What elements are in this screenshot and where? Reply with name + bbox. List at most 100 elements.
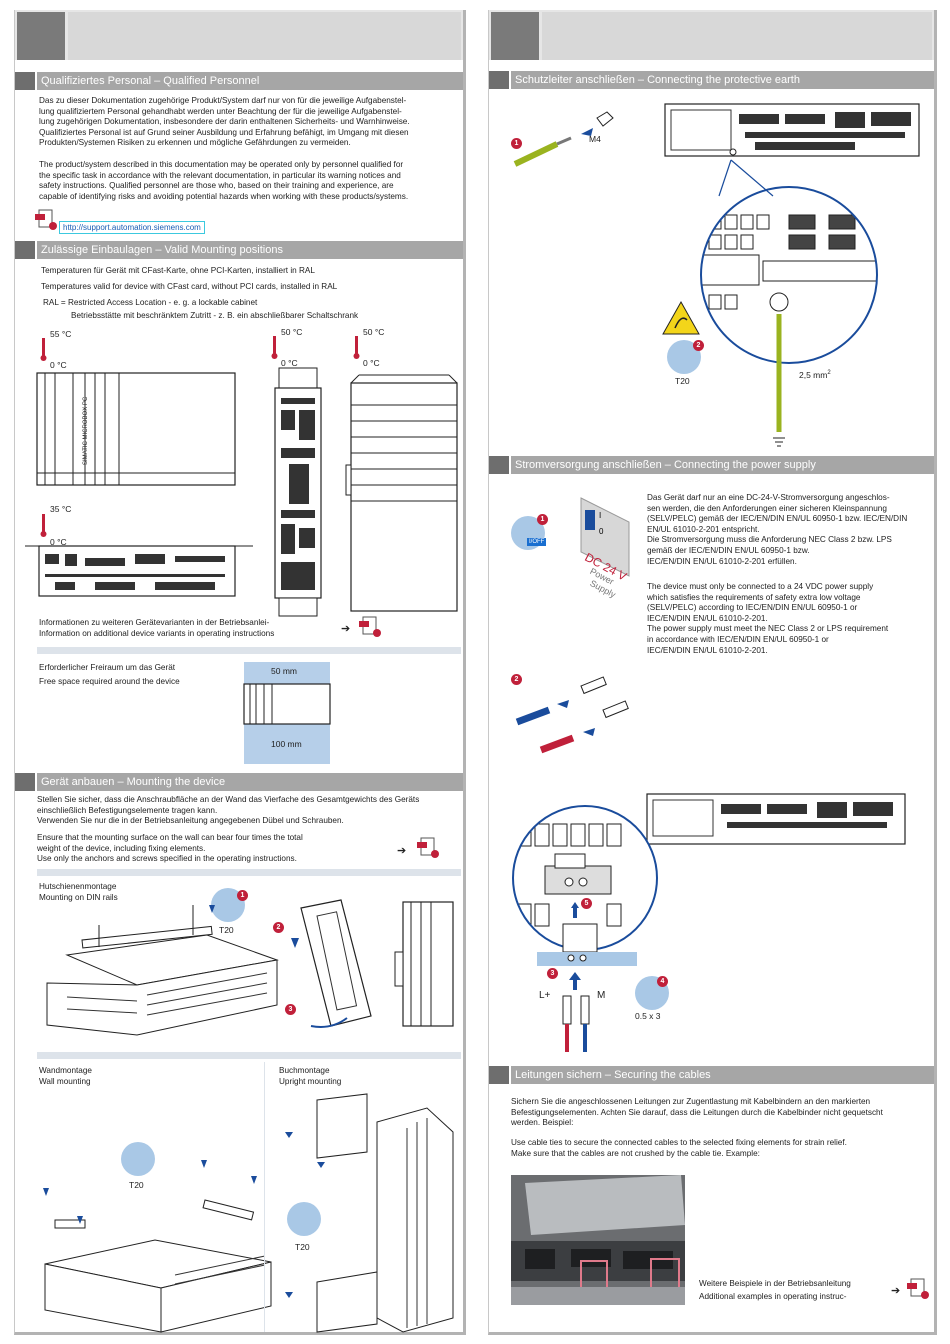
din-rail-mounted-drawing [394, 901, 454, 1027]
ral-definition-en: RAL = Restricted Access Location - e. g.… [43, 298, 258, 307]
thermometer-icon [40, 514, 47, 537]
mounting-text-de: Stellen Sie sicher, dass die Anschraubfl… [37, 795, 420, 826]
step-1-badge: 1 [537, 514, 548, 525]
cross-section-sup: 2 [827, 370, 831, 377]
section-mounting-positions: Zulässige Einbaulagen – Valid Mounting p… [15, 241, 463, 259]
section-mounting-device: Gerät anbauen – Mounting the device [15, 773, 463, 791]
earth-cable-drawing [513, 111, 614, 167]
section-power-supply: Stromversorgung anschließen – Connecting… [489, 456, 934, 474]
torx-tool-icon [121, 1142, 155, 1176]
right-page: Schutzleiter anschließen – Connecting th… [488, 10, 937, 1335]
device-horizontal-drawing [36, 372, 236, 486]
thermometer-icon [353, 336, 360, 359]
free-space-top: 50 mm [271, 666, 297, 676]
section-qualified-personnel: Qualifiziertes Personal – Qualified Pers… [15, 72, 463, 90]
terminal-m-label: M [597, 990, 606, 1001]
power-text-de: Das Gerät darf nur an eine DC-24-V-Strom… [647, 493, 908, 566]
arrow-right-icon: ➔ [397, 845, 407, 857]
temp-max-label: 55 °C [50, 329, 72, 339]
device-flat-drawing [25, 545, 253, 597]
tool-size-label: T20 [675, 376, 690, 386]
earth-wire-drawing [769, 292, 789, 447]
cable-ties-photo [511, 1175, 685, 1305]
step-1-badge: 1 [237, 890, 248, 901]
support-link[interactable]: http://support.automation.siemens.com [59, 221, 205, 234]
pdf-manual-icon [907, 1278, 929, 1299]
din-rail-tilt-drawing [291, 899, 372, 1028]
right-header-tab [491, 12, 539, 60]
temp-note-en: Temperatures valid for device with CFast… [41, 282, 338, 291]
step-2-badge: 2 [693, 340, 704, 351]
pdf-manual-icon [417, 837, 439, 858]
section-protective-earth: Schutzleiter anschließen – Connecting th… [489, 71, 934, 89]
divider [37, 869, 461, 876]
step-1-badge: 1 [511, 138, 522, 149]
device-top-view-drawing [646, 793, 906, 845]
wall-mount-drawing [43, 1160, 272, 1333]
section-title: Schutzleiter anschließen – Connecting th… [511, 71, 934, 89]
section-securing-cables: Leitungen sichern – Securing the cables [489, 1066, 934, 1084]
divider [37, 1052, 461, 1059]
esd-warning-icon [662, 300, 700, 335]
section-title: Zulässige Einbaulagen – Valid Mounting p… [37, 241, 463, 259]
earth-zoom-detail [700, 186, 878, 364]
power-terminal-drawing [537, 902, 637, 1052]
onoff-label: I/OFF [527, 538, 547, 546]
section-title: Gerät anbauen – Mounting the device [37, 773, 463, 791]
tool-size-label: T20 [129, 1180, 144, 1190]
pdf-manual-icon [35, 209, 57, 230]
screwdriver-size-label: 0.5 x 3 [635, 1011, 661, 1021]
svg-text:0: 0 [599, 527, 604, 536]
torx-tool-icon [287, 1202, 321, 1236]
arrow-right-icon: ➔ [891, 1285, 901, 1297]
left-header-fill [68, 12, 461, 60]
right-header-fill [542, 12, 932, 60]
divider [37, 647, 461, 654]
qualified-text-de: Das zu dieser Dokumentation zugehörige P… [39, 96, 410, 148]
left-page: Qualifiziertes Personal – Qualified Pers… [14, 10, 466, 1335]
step-2-badge: 2 [273, 922, 284, 933]
device-top-view-drawing [664, 103, 920, 157]
pdf-manual-icon [359, 616, 381, 637]
step-5-badge: 5 [581, 898, 592, 909]
svg-text:I: I [599, 511, 601, 520]
device-vertical-wide-drawing [345, 374, 458, 612]
cables-text-en: Use cable ties to secure the connected c… [511, 1138, 847, 1158]
temp-min-label: 0 °C [50, 537, 67, 547]
tool-size-label: T20 [295, 1242, 310, 1252]
arrow-right-icon: ➔ [341, 623, 351, 635]
cables-text-de: Sichern Sie die angeschlossenen Leitunge… [511, 1097, 883, 1128]
power-zoom-detail [512, 805, 658, 951]
step-4-badge: 4 [657, 976, 668, 987]
qualified-text-en: The product/system described in this doc… [39, 160, 409, 201]
variants-info: Informationen zu weiteren Gerätevariante… [39, 618, 275, 638]
upright-mount-label: Buchmontage Upright mounting [279, 1066, 342, 1086]
right-header-bar [489, 10, 934, 60]
temp-max-label: 50 °C [363, 327, 385, 337]
section-title: Stromversorgung anschließen – Connecting… [511, 456, 934, 474]
left-header-bar [15, 10, 463, 60]
terminal-lplus-label: L+ [539, 990, 551, 1001]
temp-min-label: 0 °C [50, 360, 67, 370]
mounting-text-en: Ensure that the mounting surface on the … [37, 833, 303, 864]
power-text-en: The device must only be connected to a 2… [647, 582, 889, 655]
left-header-tab [17, 12, 65, 60]
din-rail-label: Hutschienenmontage Mounting on DIN rails [39, 882, 118, 902]
step-2-badge: 2 [511, 674, 522, 685]
device-vertical-narrow-drawing [274, 367, 322, 617]
section-title: Qualifiziertes Personal – Qualified Pers… [37, 72, 463, 90]
power-supply-switch-drawing: I 0 [580, 497, 630, 577]
step-3-badge: 3 [285, 1004, 296, 1015]
divider-vertical [264, 1062, 265, 1332]
temp-note-de: Temperaturen für Gerät mit CFast-Karte, … [41, 266, 315, 275]
tool-size-label: T20 [219, 925, 234, 935]
temp-max-label: 50 °C [281, 327, 303, 337]
free-space-device [243, 683, 331, 725]
upright-mount-drawing [285, 1093, 454, 1333]
temp-min-label: 0 °C [363, 358, 380, 368]
cross-section-label: 2,5 mm2 [799, 370, 831, 380]
temp-min-label: 0 °C [281, 358, 298, 368]
section-title: Leitungen sichern – Securing the cables [511, 1066, 934, 1084]
din-rail-device-drawing [46, 905, 279, 1036]
thermometer-icon [271, 336, 278, 359]
